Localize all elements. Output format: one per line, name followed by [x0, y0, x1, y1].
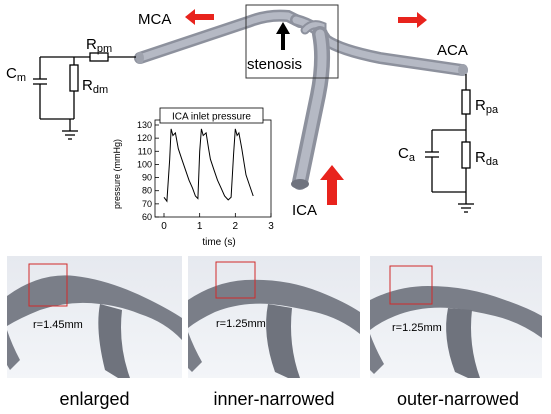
panel-vessel: [188, 279, 360, 334]
panel-outer-narrowed: r=1.25mm outer-narrowed: [370, 256, 542, 409]
panel-caption: outer-narrowed: [397, 389, 519, 409]
pressure-series-line: [163, 128, 254, 203]
panel-vessel: [7, 275, 182, 340]
ica-flow-arrow: [320, 165, 344, 205]
chart-ylabel: pressure (mmHg): [112, 139, 122, 209]
rdm-resistor: [69, 64, 79, 92]
x-tick-label: 2: [233, 221, 239, 232]
y-tick-label: 70: [142, 199, 152, 209]
ica-inlet-cap: [291, 179, 309, 189]
panel-radius-label: r=1.45mm: [33, 319, 83, 331]
stenosis-arrow: [276, 22, 290, 50]
y-tick-label: 60: [142, 212, 152, 222]
rpa-label: Rpa: [475, 97, 499, 116]
mca-windkessel-circuit: [33, 52, 136, 140]
rdm-label: Rdm: [82, 77, 108, 96]
rda-label: Rda: [475, 149, 499, 168]
comparison-panels: r=1.45mm enlarged r=1.25mm inner-narrowe…: [7, 256, 542, 409]
aca-outlet-cap: [458, 64, 468, 76]
ca-label: Ca: [398, 145, 416, 164]
y-tick-label: 80: [142, 186, 152, 196]
vessel-model: [134, 9, 468, 190]
x-tick-label: 3: [268, 221, 274, 232]
panel-caption: enlarged: [59, 389, 129, 409]
rda-resistor: [461, 141, 471, 169]
mca-outlet-cap: [136, 52, 144, 64]
y-tick-label: 130: [137, 120, 152, 130]
x-tick-label: 1: [197, 221, 203, 232]
panel-enlarged: r=1.45mm enlarged: [7, 256, 182, 409]
chart-series: [163, 128, 254, 203]
ica-pressure-chart: ICA inlet pressure time (s) pressure (mm…: [112, 107, 274, 248]
chart-ticks: 0 1 2 3 60 70 80 90 100 110 120 130: [137, 120, 274, 232]
chart-title: ICA inlet pressure: [172, 112, 251, 123]
y-tick-label: 90: [142, 173, 152, 183]
chart-title-box: [159, 107, 264, 124]
chart-xlabel: time (s): [202, 237, 235, 248]
stenosis-box: [245, 4, 339, 79]
y-tick-label: 120: [137, 133, 152, 143]
panel-inner-narrowed: r=1.25mm inner-narrowed: [188, 256, 360, 409]
aca-label: ACA: [437, 42, 468, 59]
y-tick-label: 100: [137, 159, 152, 169]
panel-radius-label: r=1.25mm: [392, 322, 442, 334]
rpa-resistor: [461, 89, 471, 115]
mca-flow-arrow: [185, 9, 214, 25]
panel-caption: inner-narrowed: [213, 389, 334, 409]
aca-windkessel-circuit: [425, 74, 474, 213]
x-tick-label: 0: [161, 221, 167, 232]
stenosis-label: stenosis: [247, 56, 302, 73]
rpm-label: Rpm: [86, 36, 112, 55]
panel-box: [389, 265, 433, 305]
panel-radius-label: r=1.25mm: [216, 318, 266, 330]
ica-label: ICA: [292, 202, 317, 219]
mca-label: MCA: [138, 11, 171, 28]
panel-vessel: [370, 286, 542, 338]
panel-box: [28, 263, 68, 307]
y-tick-label: 110: [138, 146, 152, 156]
cm-label: Cm: [6, 65, 26, 84]
panel-box: [215, 261, 256, 299]
aca-flow-arrow: [398, 12, 427, 28]
